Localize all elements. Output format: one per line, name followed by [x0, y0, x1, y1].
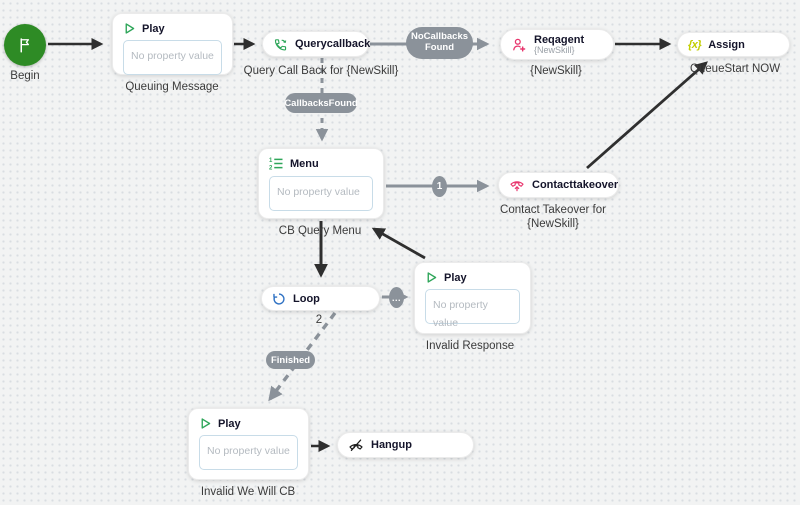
property-placeholder: No property value — [433, 299, 488, 329]
caption-queuing-message: Queuing Message — [125, 81, 219, 93]
caption-assign: QueueStart NOW — [689, 63, 781, 75]
phone-callback-icon — [273, 37, 288, 52]
node-contacttakeover[interactable]: Contacttakeover — [498, 172, 619, 198]
property-placeholder: No property value — [207, 445, 290, 457]
node-title: Contacttakeover — [532, 179, 619, 191]
caption-querycallback: Query Call Back for {NewSkill} — [243, 65, 399, 77]
flag-icon — [16, 36, 34, 54]
caption-reqagent: {NewSkill} — [530, 65, 582, 77]
node-title: Play — [444, 271, 467, 284]
property-placeholder: No property value — [277, 186, 360, 198]
node-title: Hangup — [371, 439, 412, 451]
play-icon — [425, 271, 438, 284]
contact-takeover-icon — [509, 177, 525, 193]
node-title: Reqagent — [534, 33, 585, 46]
branch-label-loop-next[interactable]: ... — [389, 287, 404, 308]
node-querycallback[interactable]: Querycallback — [262, 31, 371, 57]
node-title: Loop — [293, 292, 320, 305]
node-begin[interactable] — [4, 24, 46, 66]
caption-menu: CB Query Menu — [278, 225, 362, 237]
node-reqagent[interactable]: Reqagent {NewSkill} — [500, 29, 614, 60]
node-play-invalid-we-will-cb[interactable]: Play No property value — [188, 408, 309, 480]
caption-loop: 2 — [315, 314, 323, 326]
hangup-icon — [348, 437, 364, 453]
loop-icon — [272, 292, 286, 306]
property-box[interactable]: No property value — [199, 435, 298, 470]
connector-contacttakeover-to-assign[interactable] — [586, 61, 708, 170]
property-box[interactable]: No property value — [425, 289, 520, 329]
caption-contacttakeover: Contact Takeover for {NewSkill} — [500, 204, 606, 230]
svg-text:2: 2 — [269, 166, 273, 172]
node-loop[interactable]: Loop — [261, 286, 380, 311]
numbered-menu-icon: 1 2 — [269, 156, 284, 171]
property-box[interactable]: No property value — [123, 40, 222, 75]
node-play-invalid-response[interactable]: Play No property value — [414, 262, 531, 334]
branch-label-callbacksfound[interactable]: CallbacksFound — [284, 93, 358, 113]
connector-invalid-response-to-menu[interactable] — [371, 227, 426, 260]
node-title: Play — [218, 417, 241, 430]
node-title: Assign — [708, 38, 745, 51]
node-title: Play — [142, 22, 165, 35]
node-subtitle: {NewSkill} — [534, 44, 575, 55]
node-menu[interactable]: 1 2 Menu No property value — [258, 148, 384, 219]
branch-label-finished[interactable]: Finished — [266, 351, 315, 369]
caption-invalid-response: Invalid Response — [425, 340, 515, 352]
node-play-queuing-message[interactable]: Play No property value — [112, 13, 233, 75]
play-icon — [123, 22, 136, 35]
caption-invalid-we-will-cb: Invalid We Will CB — [200, 486, 296, 498]
node-assign[interactable]: {x} Assign — [677, 32, 790, 57]
node-hangup[interactable]: Hangup — [337, 432, 474, 458]
caption-begin: Begin — [10, 70, 40, 82]
node-title: Querycallback — [295, 38, 371, 50]
branch-label-nocallbacksfound[interactable]: NoCallbacksFound — [406, 27, 473, 59]
node-title: Menu — [290, 157, 319, 170]
assign-variable-icon: {x} — [688, 38, 702, 51]
svg-text:1: 1 — [269, 158, 273, 164]
agent-plus-icon — [511, 37, 527, 53]
property-box[interactable]: No property value — [269, 176, 373, 211]
property-placeholder: No property value — [131, 50, 214, 62]
branch-label-menu-option-1[interactable]: 1 — [432, 176, 447, 197]
play-icon — [199, 417, 212, 430]
